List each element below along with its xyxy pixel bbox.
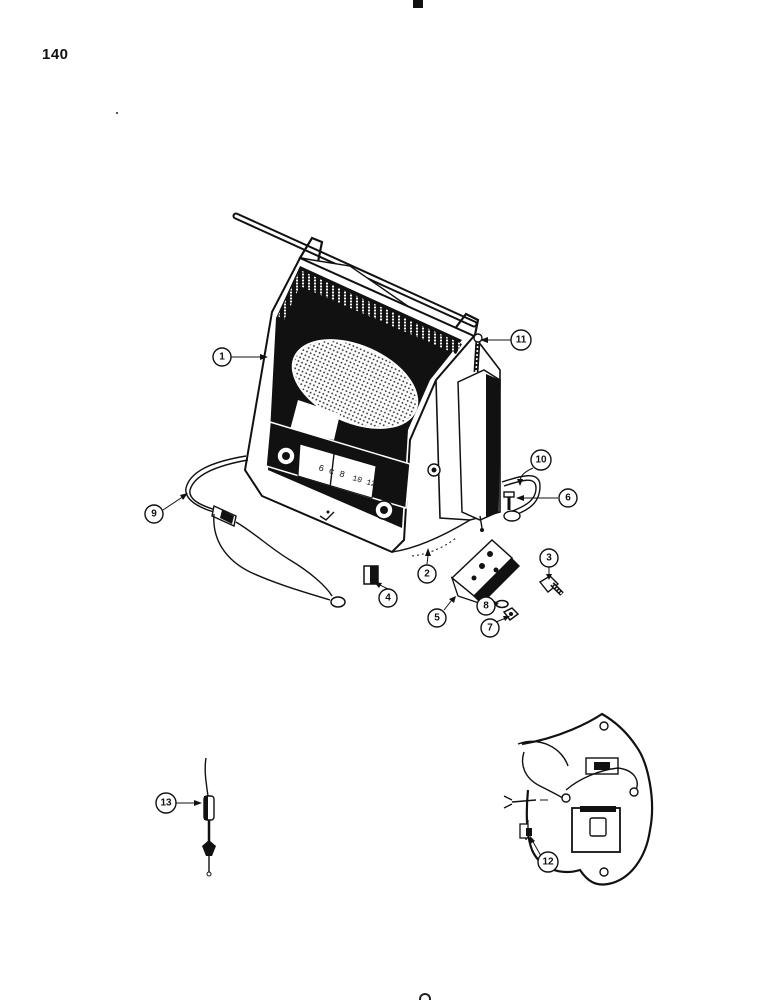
callout-11: 11 [510, 329, 532, 351]
callout-5: 5 [427, 608, 447, 628]
callout-10: 10 [530, 449, 552, 471]
bolt [538, 575, 564, 596]
callout-3-label: 3 [546, 553, 552, 564]
callout-6-label: 6 [565, 493, 571, 504]
callout-13: 13 [155, 792, 177, 814]
callout-4: 4 [378, 588, 398, 608]
callout-7-label: 7 [487, 623, 493, 634]
callout-4-label: 4 [385, 593, 391, 604]
tuning-knob [374, 500, 394, 520]
callout-7: 7 [480, 618, 500, 638]
callout-12: 12 [537, 851, 559, 873]
radio-housing: 6 c 8 10 12 14 [232, 212, 501, 557]
top-edge-mark [413, 0, 423, 8]
callout-2: 2 [417, 564, 437, 584]
generator-suppressor-assembly [503, 712, 654, 886]
callout-9-label: 9 [151, 509, 157, 520]
callout-1-label: 1 [219, 352, 225, 363]
callout-9: 9 [144, 504, 164, 524]
mounting-bracket [450, 538, 520, 605]
bottom-edge-mark [419, 993, 431, 1000]
volume-knob [276, 446, 296, 466]
antenna-lead-in [202, 757, 216, 877]
power-lead [185, 455, 346, 608]
callout-10-label: 10 [535, 455, 547, 466]
mounting-screw-6 [503, 491, 515, 510]
callout-6: 6 [558, 488, 578, 508]
callout-8-label: 8 [483, 601, 489, 612]
page-number: 140 [42, 46, 69, 63]
callout-1: 1 [212, 347, 232, 367]
stray-mark [116, 112, 118, 114]
suppressor-tube [457, 333, 501, 532]
callout-8: 8 [476, 596, 496, 616]
clip [363, 565, 379, 585]
callout-12-label: 12 [542, 857, 554, 868]
callout-2-label: 2 [424, 569, 430, 580]
callout-11-label: 11 [516, 335, 527, 346]
callout-13-label: 13 [160, 798, 172, 809]
callout-3: 3 [539, 548, 559, 568]
callout-5-label: 5 [434, 613, 440, 624]
